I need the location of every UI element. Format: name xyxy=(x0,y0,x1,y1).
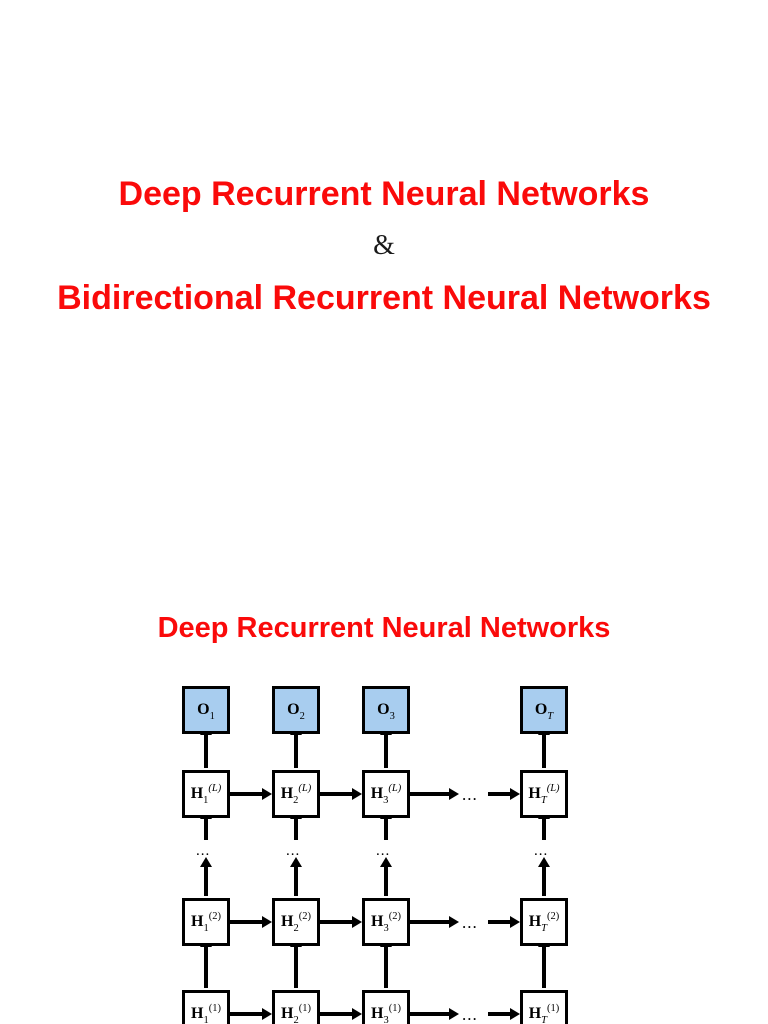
stack-arrow xyxy=(290,809,302,840)
hidden-node-2-2: H2(2) xyxy=(272,898,320,946)
node-label: H3(1) xyxy=(371,1003,401,1024)
node-label: HT(L) xyxy=(528,783,560,806)
recurrent-arrow xyxy=(230,788,272,800)
recurrent-arrow xyxy=(320,788,362,800)
hidden-node-L-2: H2(L) xyxy=(272,770,320,818)
recurrent-arrow xyxy=(230,1008,272,1020)
stack-arrow xyxy=(380,937,392,988)
hidden-node-L-4: HT(L) xyxy=(520,770,568,818)
section-heading: Deep Recurrent Neural Networks xyxy=(157,612,611,644)
hidden-node-1-4: HT(1) xyxy=(520,990,568,1024)
hidden-node-2-3: H3(2) xyxy=(362,898,410,946)
vertical-ellipsis: ... xyxy=(534,843,549,859)
hidden-node-1-2: H2(1) xyxy=(272,990,320,1024)
stack-arrow xyxy=(200,937,212,988)
slide-title-line-1: Deep Recurrent Neural Networks xyxy=(118,175,650,213)
output-node-3: O3 xyxy=(362,686,410,734)
vertical-ellipsis: ... xyxy=(286,843,301,859)
horizontal-ellipsis: ... xyxy=(462,785,478,804)
node-label: OT xyxy=(534,701,554,722)
hidden-node-2-1: H1(2) xyxy=(182,898,230,946)
hidden-node-L-1: H1(L) xyxy=(182,770,230,818)
slide-title-block: Deep Recurrent Neural Networks & Bidirec… xyxy=(0,168,768,324)
hidden-node-1-3: H3(1) xyxy=(362,990,410,1024)
hidden-node-1-1: H1(1) xyxy=(182,990,230,1024)
node-label: HT(1) xyxy=(528,1003,560,1024)
recurrent-arrow xyxy=(488,788,520,800)
recurrent-arrow xyxy=(320,916,362,928)
node-label: H3(L) xyxy=(370,783,402,806)
node-label: HT(2) xyxy=(528,911,560,934)
recurrent-arrow xyxy=(410,788,459,800)
recurrent-arrow xyxy=(320,1008,362,1020)
stack-arrow xyxy=(538,937,550,988)
stack-arrow xyxy=(538,809,550,840)
node-label: O1 xyxy=(197,701,215,722)
slide-title-ampersand: & xyxy=(373,230,395,261)
stack-arrow xyxy=(380,809,392,840)
stack-arrow xyxy=(290,937,302,988)
recurrent-arrow xyxy=(488,916,520,928)
horizontal-ellipsis: ... xyxy=(462,913,478,932)
node-label: H2(1) xyxy=(281,1003,311,1024)
output-arrow xyxy=(380,725,392,768)
node-label: H2(L) xyxy=(280,783,312,806)
recurrent-arrow xyxy=(410,1008,459,1020)
deep-rnn-diagram: O1 O2 O3 OT H1(L) H2(L) H3(L) HT(L)... H1(2) H2(2… xyxy=(0,670,768,1024)
node-label: O2 xyxy=(287,701,305,722)
node-label: H3(2) xyxy=(371,911,401,934)
vertical-ellipsis: ... xyxy=(376,843,391,859)
recurrent-arrow xyxy=(410,916,459,928)
horizontal-ellipsis: ... xyxy=(462,1005,478,1024)
vertical-ellipsis: ... xyxy=(196,843,211,859)
stack-arrow xyxy=(200,809,212,840)
node-label: H1(1) xyxy=(191,1003,221,1024)
output-arrow xyxy=(200,725,212,768)
stack-arrow xyxy=(290,857,302,896)
node-label: O3 xyxy=(377,701,395,722)
recurrent-arrow xyxy=(488,1008,520,1020)
node-label: H1(2) xyxy=(191,911,221,934)
recurrent-arrow xyxy=(230,916,272,928)
slide-title-line-3: Bidirectional Recurrent Neural Networks xyxy=(57,279,711,317)
node-label: H2(2) xyxy=(281,911,311,934)
hidden-node-2-4: HT(2) xyxy=(520,898,568,946)
node-label: H1(L) xyxy=(190,783,222,806)
output-arrow xyxy=(538,725,550,768)
stack-arrow xyxy=(200,857,212,896)
output-node-2: O2 xyxy=(272,686,320,734)
stack-arrow xyxy=(538,857,550,896)
hidden-node-L-3: H3(L) xyxy=(362,770,410,818)
output-node-1: O1 xyxy=(182,686,230,734)
output-node-4: OT xyxy=(520,686,568,734)
stack-arrow xyxy=(380,857,392,896)
output-arrow xyxy=(290,725,302,768)
